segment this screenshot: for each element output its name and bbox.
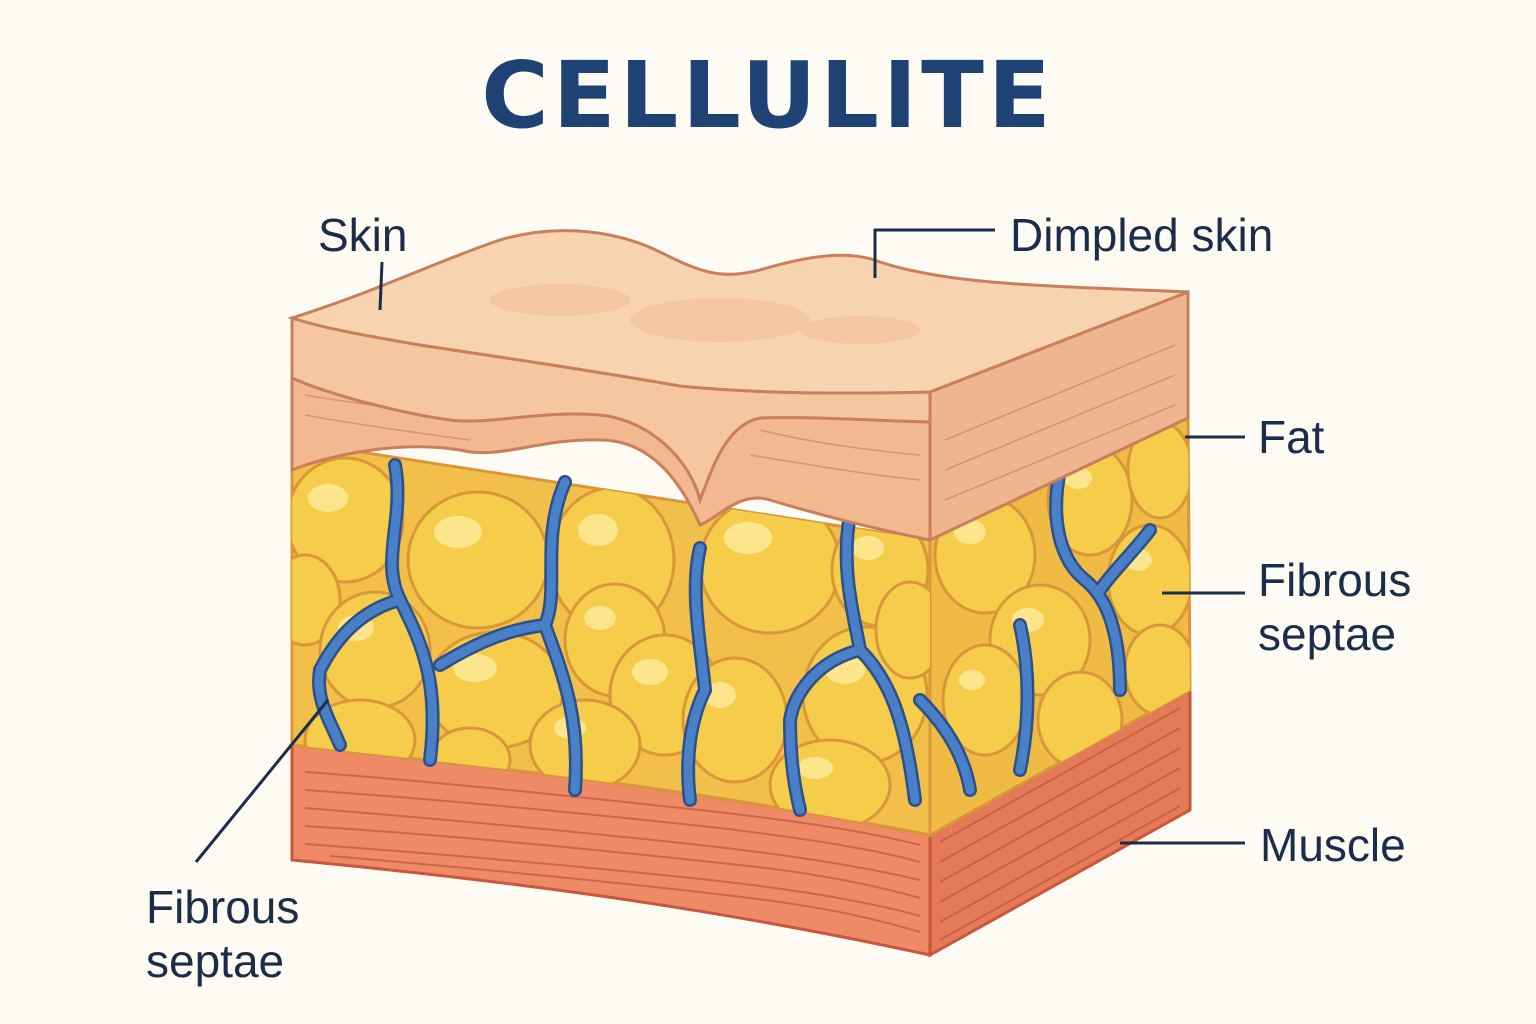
dimpled-skin-label: Dimpled skin [1010,208,1273,262]
fat-label: Fat [1258,410,1324,464]
muscle-label: Muscle [1260,818,1406,872]
skin-leader-line [380,262,382,310]
fibrous-septae-right-label: Fibrous septae [1258,553,1411,661]
skin-label: Skin [318,208,407,262]
fibrous-septae-left-label: Fibrous septae [146,880,299,988]
